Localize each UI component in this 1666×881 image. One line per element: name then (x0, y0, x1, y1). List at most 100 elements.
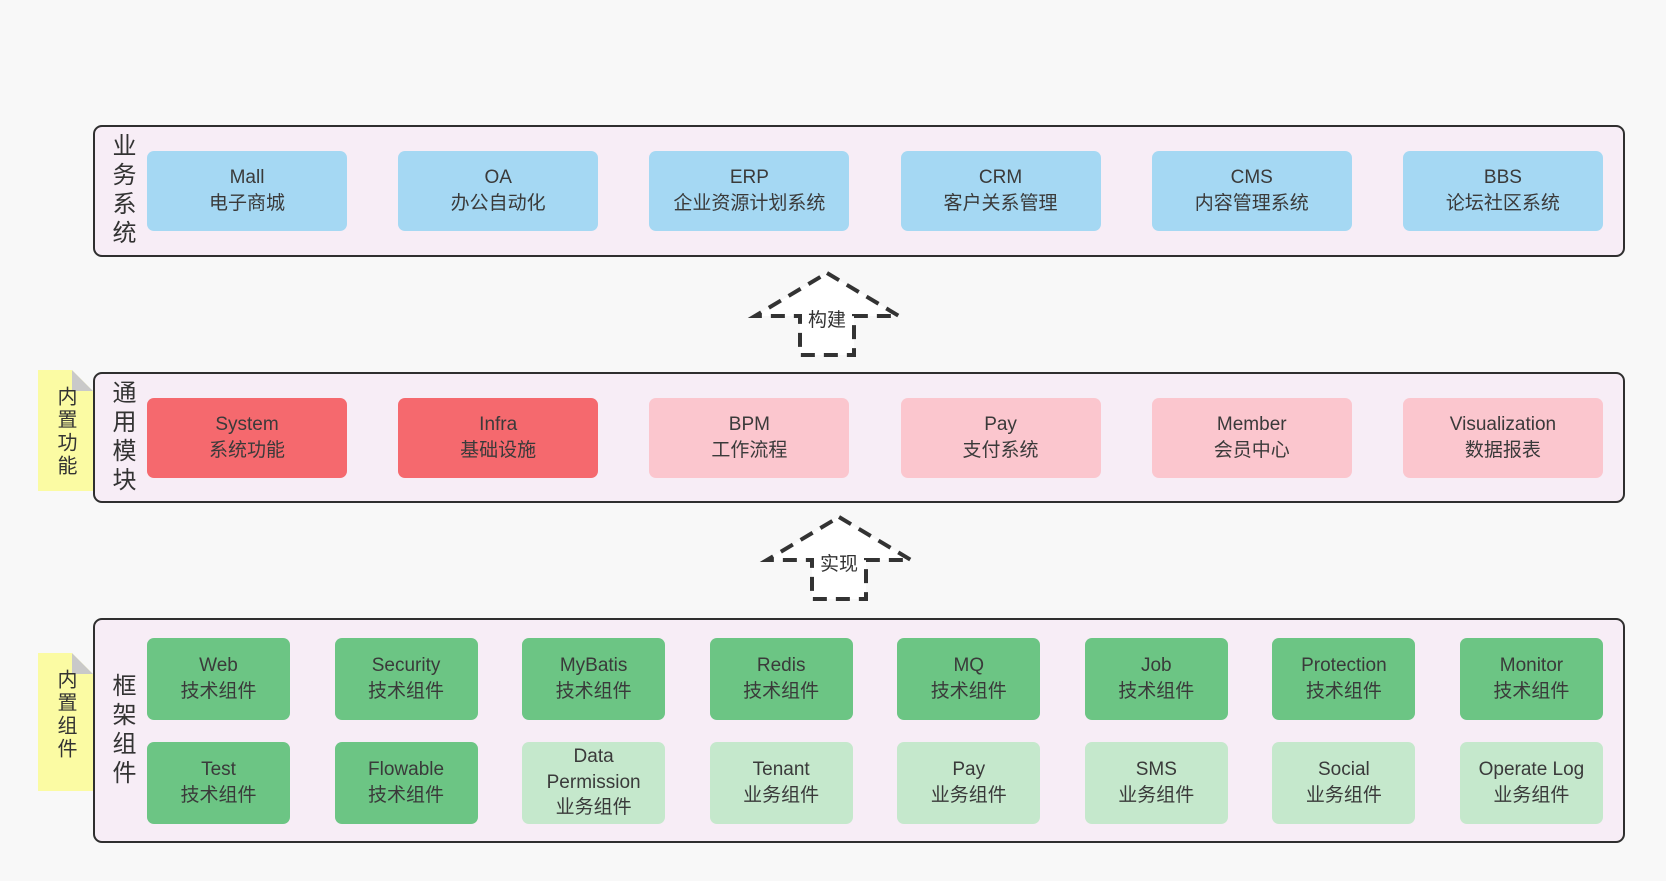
sticky-label: 内置组件 (54, 669, 76, 761)
box-subtitle: 系统功能 (208, 439, 285, 461)
box-subtitle: 技术组件 (368, 784, 445, 806)
arrow-build: 构建 (747, 270, 907, 358)
box-subtitle: 业务组件 (555, 797, 632, 819)
box-title: Visualization (1449, 413, 1557, 435)
module-box-monitor: Monitor 技术组件 (1459, 637, 1603, 720)
box-subtitle: 支付系统 (962, 439, 1039, 461)
module-box-social: Social 业务组件 (1272, 741, 1416, 824)
box-title: Protection (1301, 654, 1387, 676)
module-box-visualization: Visualization 数据报表 (1402, 397, 1603, 478)
box-subtitle: 企业资源计划系统 (673, 193, 826, 214)
box-subtitle: 办公自动化 (450, 193, 546, 214)
module-box-member: Member 会员中心 (1151, 397, 1352, 478)
box-title: Member (1216, 413, 1287, 435)
module-box-bbs: BBS 论坛社区系统 (1402, 151, 1603, 231)
module-box-operate-log: Operate Log 业务组件 (1459, 741, 1603, 824)
box-title: Redis (756, 654, 806, 676)
box-title: MQ (953, 654, 985, 676)
box-title: Flowable (368, 758, 445, 780)
sticky-label: 内置功能 (54, 386, 76, 478)
box-subtitle: 技术组件 (1305, 680, 1382, 702)
module-box-redis: Redis 技术组件 (709, 637, 853, 720)
module-box-mq: MQ 技术组件 (897, 637, 1041, 720)
box-subtitle: 基础设施 (460, 439, 537, 461)
box-subtitle: 技术组件 (1118, 680, 1195, 702)
module-box-pay: Pay 支付系统 (900, 397, 1101, 478)
box-title: Infra (479, 413, 518, 435)
module-box-bpm: BPM 工作流程 (649, 397, 850, 478)
box-subtitle: 技术组件 (180, 680, 257, 702)
band-label: 框架组件 (108, 672, 135, 789)
box-title: BPM (728, 413, 770, 435)
box-subtitle: 业务组件 (1118, 784, 1195, 806)
band-label: 业务系统 (108, 133, 135, 249)
box-subtitle: 业务组件 (1305, 784, 1382, 806)
sticky-note-built-in-features: 内置功能 (38, 370, 93, 491)
box-subtitle: 业务组件 (930, 784, 1007, 806)
module-box-sms: SMS 业务组件 (1084, 741, 1228, 824)
box-title: Job (1140, 654, 1172, 676)
module-box-pay: Pay 业务组件 (897, 741, 1041, 824)
module-box-tenant: Tenant 业务组件 (709, 741, 853, 824)
box-title: Pay (984, 413, 1017, 435)
arrow-implement: 实现 (759, 514, 919, 602)
box-subtitle: 会员中心 (1213, 439, 1290, 461)
box-title: Pay (952, 758, 986, 780)
box-subtitle: 技术组件 (368, 680, 445, 702)
box-title: CMS (1230, 167, 1273, 189)
box-title: CRM (978, 167, 1023, 189)
arrow-label: 实现 (815, 548, 863, 577)
box-subtitle: 数据报表 (1464, 439, 1541, 461)
module-box-security: Security 技术组件 (334, 637, 478, 720)
box-title: Mall (229, 167, 265, 189)
box-subtitle: 电子商城 (208, 193, 285, 214)
box-title: ERP (729, 167, 769, 189)
box-title: Security (371, 654, 441, 676)
module-box-erp: ERP 企业资源计划系统 (649, 151, 850, 231)
box-subtitle: 工作流程 (711, 439, 788, 461)
box-title: MyBatis (559, 654, 628, 676)
module-box-infra: Infra 基础设施 (398, 397, 599, 478)
module-box-protection: Protection 技术组件 (1272, 637, 1416, 720)
box-subtitle: 业务组件 (743, 784, 820, 806)
box-subtitle: 论坛社区系统 (1445, 193, 1560, 214)
band-label: 通用模块 (108, 379, 135, 496)
box-title: SMS (1135, 758, 1177, 780)
box-subtitle: 技术组件 (1493, 680, 1570, 702)
module-box-job: Job 技术组件 (1084, 637, 1228, 720)
box-subtitle: 技术组件 (743, 680, 820, 702)
module-box-mall: Mall 电子商城 (147, 151, 347, 231)
box-title: Data Permission (546, 746, 641, 793)
box-title: Monitor (1499, 654, 1564, 676)
box-title: Operate Log (1478, 758, 1585, 780)
module-box-flowable: Flowable 技术组件 (334, 741, 478, 824)
box-title: Web (199, 654, 238, 676)
box-title: BBS (1483, 167, 1522, 189)
box-subtitle: 技术组件 (555, 680, 632, 702)
module-box-data-permission: Data Permission 业务组件 (522, 741, 666, 824)
box-title: Social (1318, 758, 1370, 780)
box-title: Tenant (752, 758, 810, 780)
box-subtitle: 技术组件 (930, 680, 1007, 702)
box-subtitle: 技术组件 (180, 784, 257, 806)
box-title: Test (201, 758, 236, 780)
module-box-test: Test 技术组件 (147, 741, 290, 824)
module-box-mybatis: MyBatis 技术组件 (522, 637, 666, 720)
sticky-note-built-in-components: 内置组件 (38, 653, 93, 791)
box-subtitle: 业务组件 (1493, 784, 1570, 806)
